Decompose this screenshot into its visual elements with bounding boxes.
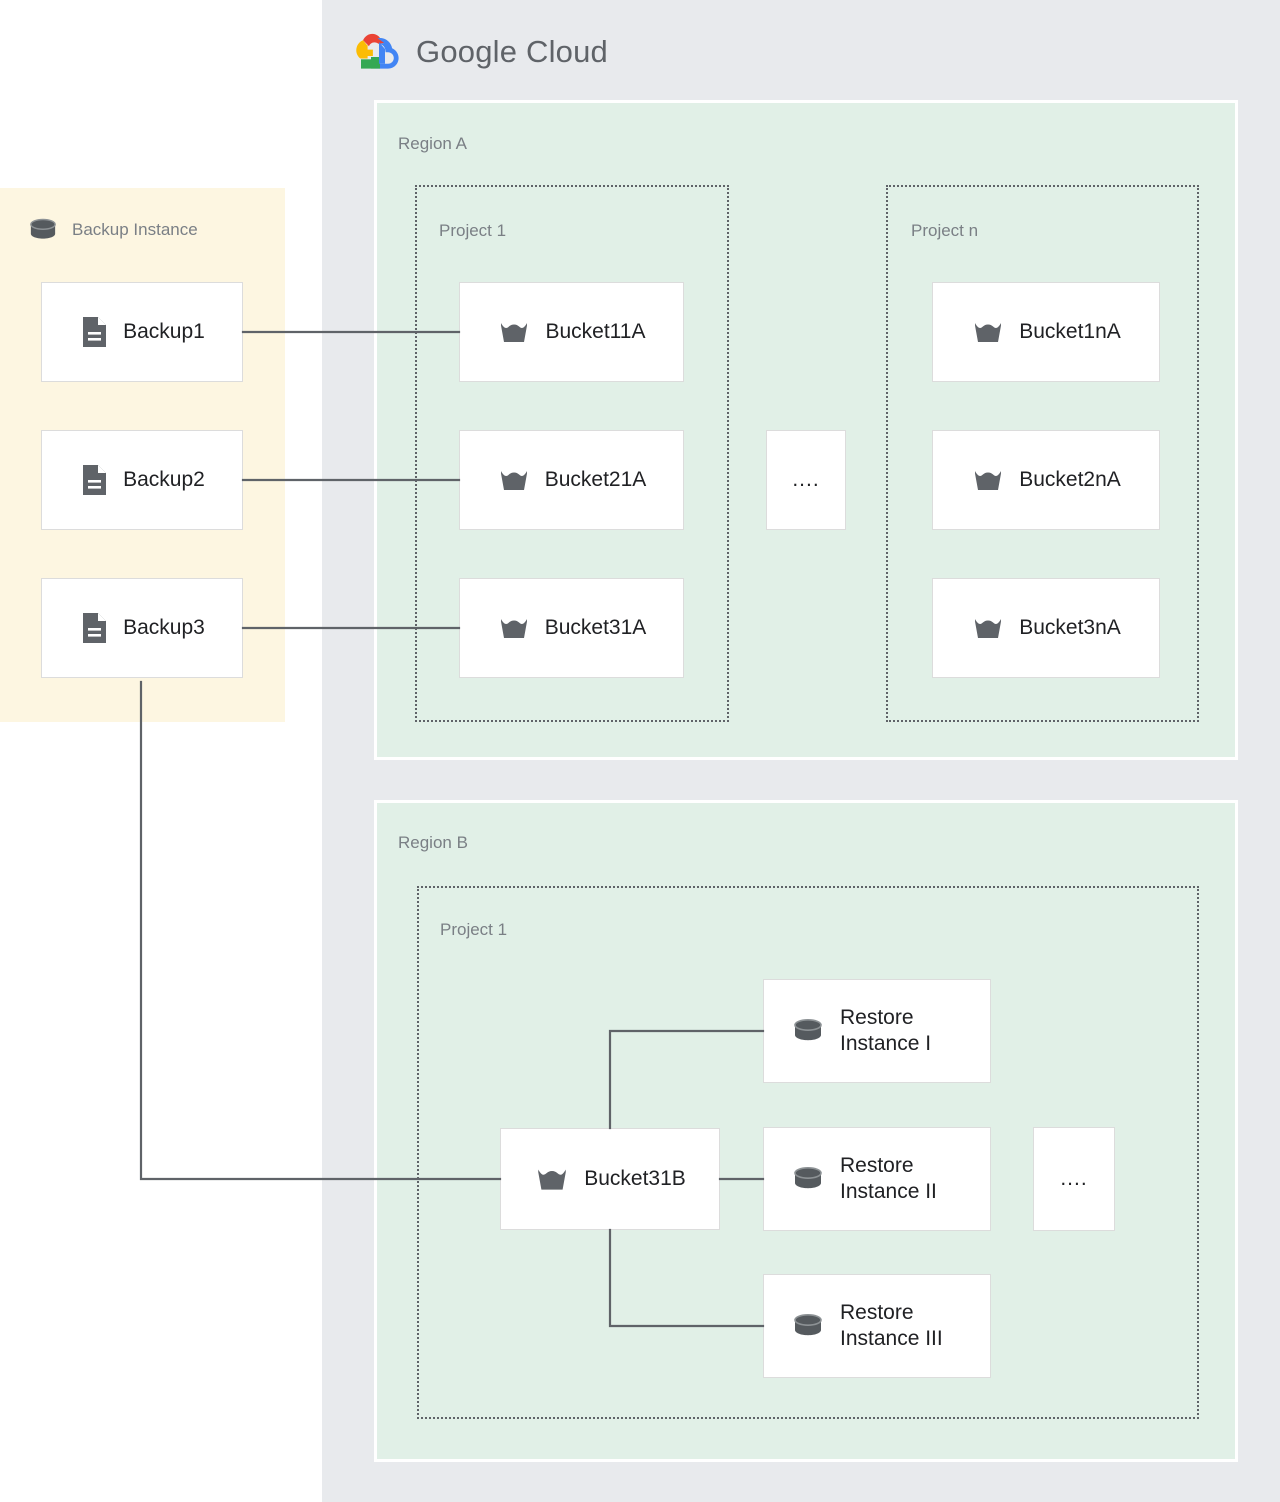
backup-node-backup2[interactable]: Backup2 — [41, 430, 243, 530]
bucket-icon — [500, 619, 527, 638]
database-cylinder-icon — [30, 218, 56, 239]
project-n-region-a-container — [886, 185, 1199, 722]
backup-instance-label: Backup Instance — [72, 220, 198, 239]
bucket-node-bucket31a[interactable]: Bucket31A — [459, 578, 684, 678]
bucket-label: Bucket2nA — [1019, 468, 1121, 492]
backup-instance-header: Backup Instance — [26, 216, 198, 244]
project-1-region-a-container — [415, 185, 729, 722]
project-n-region-a-label: Project n — [911, 221, 979, 240]
bucket-label: Bucket31A — [544, 616, 647, 640]
backup-label: Backup3 — [123, 616, 205, 640]
restore-instance-label: Restore Instance II — [840, 1154, 937, 1203]
restore-instance-node-iii[interactable]: Restore Instance III — [763, 1274, 991, 1378]
backup-label: Backup2 — [123, 468, 205, 492]
region-b-label: Region B — [398, 833, 468, 852]
bucket-node-bucket3na[interactable]: Bucket3nA — [932, 578, 1160, 678]
bucket-label: Bucket11A — [545, 320, 646, 344]
bucket-icon — [538, 1169, 566, 1190]
bucket-label: Bucket3nA — [1019, 616, 1121, 640]
bucket-label: Bucket21A — [544, 468, 647, 492]
bucket-icon — [500, 471, 527, 490]
restore-instance-label: Restore Instance III — [840, 1301, 943, 1350]
backup-label: Backup1 — [123, 320, 205, 344]
document-icon — [83, 613, 107, 643]
bucket-node-bucket21a[interactable]: Bucket21A — [459, 430, 684, 530]
project-1-region-a-label: Project 1 — [439, 221, 507, 240]
google-cloud-brand: Google Cloud — [354, 30, 608, 74]
project-1-region-b-label: Project 1 — [440, 920, 508, 939]
database-cylinder-icon — [794, 1314, 822, 1336]
bucket-icon — [501, 323, 528, 342]
restore-instance-node-i[interactable]: Restore Instance I — [763, 979, 991, 1083]
backup-node-backup3[interactable]: Backup3 — [41, 578, 243, 678]
ellipsis-label: .... — [1060, 1167, 1088, 1191]
bucket-icon — [975, 323, 1002, 342]
database-cylinder-icon — [794, 1167, 822, 1189]
backup-node-backup1[interactable]: Backup1 — [41, 282, 243, 382]
bucket-icon — [975, 471, 1002, 490]
region-a-label: Region A — [398, 134, 467, 153]
brand-title-cloud: Cloud — [517, 34, 608, 69]
bucket-icon — [975, 619, 1002, 638]
database-cylinder-icon — [794, 1019, 822, 1041]
bucket-node-bucket2na[interactable]: Bucket2nA — [932, 430, 1160, 530]
bucket-node-bucket1na[interactable]: Bucket1nA — [932, 282, 1160, 382]
ellipsis-box-region-a: .... — [766, 430, 846, 530]
bucket-label: Bucket31B — [584, 1167, 686, 1191]
bucket-node-bucket31b[interactable]: Bucket31B — [500, 1128, 720, 1230]
bucket-node-bucket11a[interactable]: Bucket11A — [459, 282, 684, 382]
document-icon — [83, 317, 107, 347]
document-icon — [83, 465, 107, 495]
brand-title: Google Cloud — [416, 34, 608, 70]
google-cloud-logo-icon — [356, 33, 399, 69]
restore-instance-node-ii[interactable]: Restore Instance II — [763, 1127, 991, 1231]
restore-instance-label: Restore Instance I — [840, 1006, 932, 1055]
ellipsis-box-region-b: .... — [1033, 1127, 1115, 1231]
ellipsis-label: .... — [792, 468, 820, 492]
bucket-label: Bucket1nA — [1019, 320, 1121, 344]
brand-title-google: Google — [416, 34, 518, 69]
